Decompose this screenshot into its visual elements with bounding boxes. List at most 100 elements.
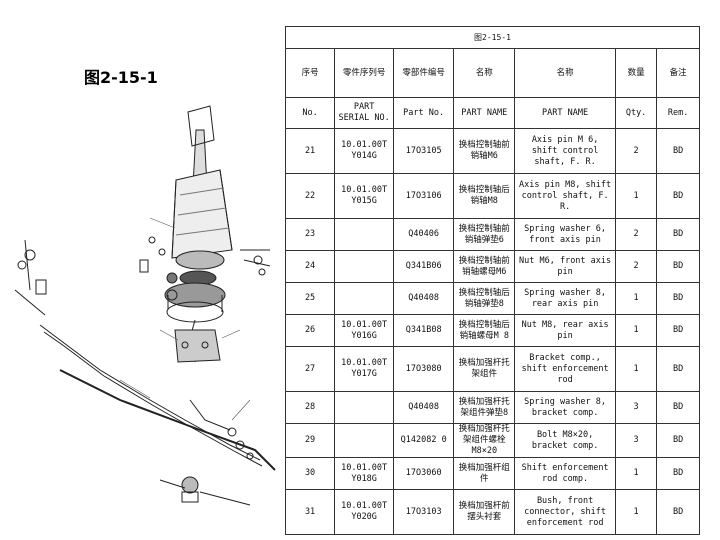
cell-serial: 10.01.00T Y015G [334,173,395,219]
cell-qty: 2 [614,250,658,283]
cell-rem: BD [656,250,700,283]
cell-rem: BD [656,391,700,424]
cell-no: 29 [284,423,336,458]
figure-label: 图2-15-1 [84,68,158,87]
cell-name-en: Nut M6, front axis pin [514,250,616,283]
cell-rem: BD [656,218,700,251]
cell-serial: 10.01.00T Y017G [334,346,395,392]
cell-serial [334,423,395,458]
cell-serial [334,391,395,424]
cell-no: 25 [284,282,336,315]
header-cell-en: PART NAME [514,97,616,129]
header-cell-cn: 名称 [453,48,516,98]
header-row-cn: 序号零件序列号零部件编号名称名称数量备注 [284,48,700,98]
header-cell-en: No. [284,97,336,129]
cell-name-cn: 换档加强杆托架组件 [453,346,516,392]
cell-name-en: Bracket comp., shift enforcement rod [514,346,616,392]
cell-serial: 10.01.00T Y016G [334,314,395,347]
cell-no: 21 [284,128,336,174]
cell-serial [334,218,395,251]
header-cell-en: PART SERIAL NO. [334,97,395,129]
cell-name-cn: 换档加强杆前摆头衬套 [453,489,516,535]
cell-no: 24 [284,250,336,283]
cell-rem: BD [656,457,700,490]
header-cell-cn: 备注 [656,48,700,98]
cell-serial: 10.01.00T Y014G [334,128,395,174]
header-cell-en: PART NAME [453,97,516,129]
table-title: 图2-15-1 [285,26,700,49]
header-cell-cn: 数量 [614,48,658,98]
cell-rem: BD [656,489,700,535]
cell-part: Q40406 [393,218,455,251]
cell-rem: BD [656,346,700,392]
cell-name-cn: 换档控制轴前销轴弹垫6 [453,218,516,251]
header-cell-cn: 名称 [514,48,616,98]
cell-part: 17O3103 [393,489,455,535]
cell-part: Q341B08 [393,314,455,347]
cell-rem: BD [656,173,700,219]
cell-name-cn: 换档控制轴前销轴螺母M6 [453,250,516,283]
cell-qty: 1 [614,314,658,347]
header-cell-cn: 零部件编号 [393,48,455,98]
header-cell-en: Rem. [656,97,700,129]
table-title-row: 图2-15-1 [285,26,700,49]
cell-no: 23 [284,218,336,251]
cell-name-cn: 换档控制轴后销轴弹垫8 [453,282,516,315]
header-cell-cn: 零件序列号 [334,48,395,98]
cell-no: 22 [284,173,336,219]
header-cell-en: Part No. [393,97,455,129]
gear-shift-assembly-drawing [14,105,276,506]
cell-no: 26 [284,314,336,347]
cell-part: Q341B06 [393,250,455,283]
cell-rem: BD [656,128,700,174]
cell-qty: 1 [614,346,658,392]
cell-name-cn: 换档加强杆组件 [453,457,516,490]
cell-name-en: Nut M8, rear axis pin [514,314,616,347]
cell-name-cn: 换档加强杆托架组件弹垫8 [453,391,516,424]
cell-name-en: Spring washer 8, rear axis pin [514,282,616,315]
cell-serial [334,250,395,283]
cell-part: Q40408 [393,391,455,424]
cell-qty: 3 [614,423,658,458]
cell-serial: 10.01.00T Y018G [334,457,395,490]
cell-name-en: Bush, front connector, shift enforcement… [514,489,616,535]
cell-qty: 1 [614,489,658,535]
header-cell-cn: 序号 [284,48,336,98]
cell-name-en: Bolt M8×20, bracket comp. [514,423,616,458]
cell-no: 28 [284,391,336,424]
cell-no: 30 [284,457,336,490]
cell-name-en: Axis pin M8, shift control shaft, F. R. [514,173,616,219]
cell-name-en: Shift enforcement rod comp. [514,457,616,490]
cell-name-en: Spring washer 8, bracket comp. [514,391,616,424]
cell-qty: 2 [614,218,658,251]
cell-no: 31 [284,489,336,535]
cell-qty: 2 [614,128,658,174]
cell-serial: 10.01.00T Y020G [334,489,395,535]
cell-no: 27 [284,346,336,392]
cell-part: 17O3105 [393,128,455,174]
header-cell-en: Qty. [614,97,658,129]
cell-rem: BD [656,282,700,315]
cell-name-cn: 换档控制轴后销轴螺母M 8 [453,314,516,347]
cell-name-en: Spring washer 6, front axis pin [514,218,616,251]
cell-serial [334,282,395,315]
cell-qty: 1 [614,282,658,315]
cell-part: 17O3060 [393,457,455,490]
cell-qty: 1 [614,173,658,219]
cell-qty: 1 [614,457,658,490]
cell-name-en: Axis pin M 6, shift control shaft, F. R. [514,128,616,174]
cell-rem: BD [656,314,700,347]
